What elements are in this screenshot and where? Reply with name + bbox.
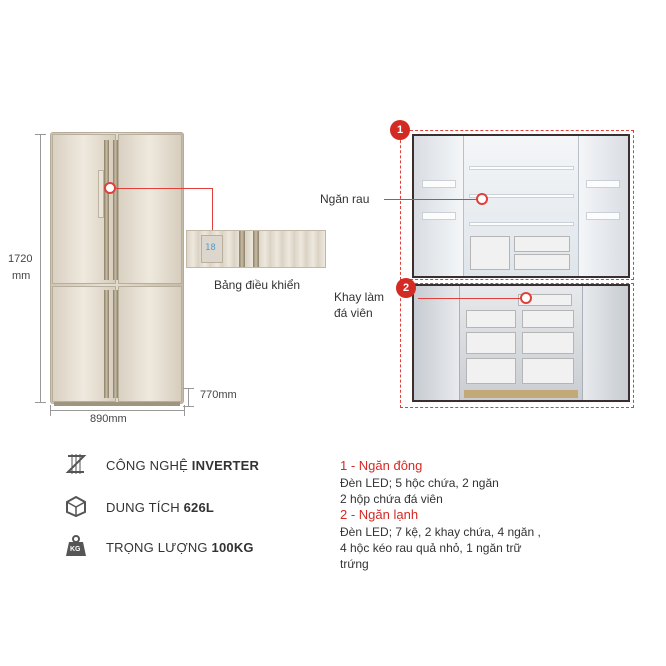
closed-fridge-illustration: 1720 mm 18 Bảng điều khiển 890mm 770mm [0,0,340,430]
control-panel-callout-line [116,188,212,189]
spec-inverter: CÔNG NGHỆ INVERTER [106,458,260,473]
depth-value: 770mm [200,389,237,401]
width-value: 890mm [90,413,127,425]
upper-compartment [412,134,630,278]
zoom-display-readout: 18 [205,243,216,253]
veg-compartment-label: Ngăn rau [320,192,370,206]
freezer-desc-line2: 2 hộp chứa đá viên [340,492,443,506]
lower-compartment [412,284,630,402]
upper-handle-right [113,140,118,280]
crisper-drawer-3 [470,236,510,270]
lower-right-door [118,286,182,402]
fridge-badge: 2 [396,278,416,298]
capacity-icon [64,494,88,518]
ice-tray-label-line1: Khay làm [334,290,385,304]
freezer-heading: 1 - Ngăn đông [340,458,423,473]
veg-callout-line [384,199,478,200]
height-dimension-line [40,134,41,402]
ice-tray-label-line2: đá viên [334,306,373,320]
crisper-drawer-2 [514,254,570,270]
width-dimension-line [50,410,184,411]
fridge-desc-line3: trứng [340,557,369,571]
fridge-highlight-box [400,283,634,408]
lower-left-open-door [414,286,460,400]
spec-capacity: DUNG TÍCH 626L [106,500,215,515]
ice-callout-line [418,298,522,299]
control-panel-zoom: 18 [186,230,326,268]
freezer-desc-line1: Đèn LED; 5 hộc chứa, 2 ngăn [340,476,499,490]
lower-right-open-door [582,286,628,400]
weight-icon-text: KG [70,546,81,553]
ice-callout-dot [520,292,532,304]
zoom-display: 18 [201,235,223,263]
height-unit: mm [12,270,31,282]
control-panel-callout-dot [104,182,116,194]
inverter-icon [64,452,88,476]
control-panel-strip [98,170,104,218]
upper-handle-left [104,140,109,280]
upper-right-open-door [578,136,628,276]
fridge-base [54,402,180,406]
spec-capacity-value: 626L [183,500,215,515]
spec-inverter-value: INVERTER [191,458,260,473]
veg-callout-dot [476,193,488,205]
fridge-desc-line2: 4 hộc kéo rau quả nhỏ, 1 ngăn trữ [340,541,522,555]
spec-weight: TRỌNG LƯỢNG 100KG [106,540,254,555]
upper-right-door [118,134,182,284]
freezer-badge: 1 [390,120,410,140]
spec-weight-value: 100KG [211,540,254,555]
depth-dimension-line [188,388,189,406]
upper-left-open-door [414,136,464,276]
lower-handle-right [113,290,118,398]
lower-handle-left [104,290,109,398]
crisper-drawer-1 [514,236,570,252]
height-value: 1720 [8,253,33,265]
freezer-highlight-box [400,130,634,280]
fridge-desc-line1: Đèn LED; 7 kệ, 2 khay chứa, 4 ngăn , [340,525,541,539]
weight-kg-icon: KG [64,534,88,558]
fridge-heading: 2 - Ngăn lạnh [340,507,419,522]
control-panel-label: Bảng điều khiển [214,278,301,292]
